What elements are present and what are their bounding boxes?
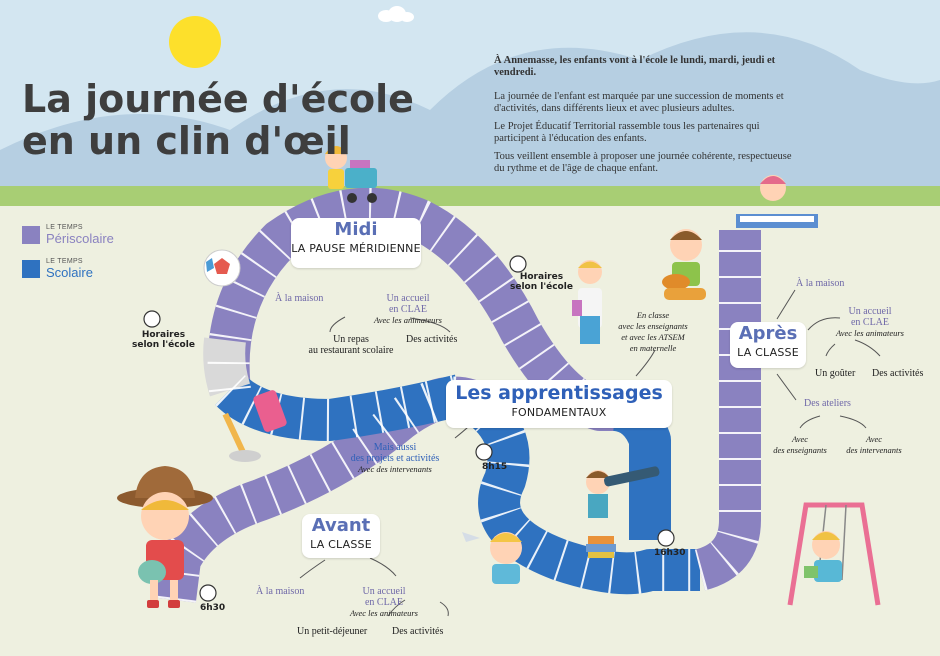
- intro-p1: La journée de l'enfant est marquée par u…: [494, 91, 784, 114]
- clae-with: Avec les animateurs: [836, 328, 904, 338]
- girl-with-hat-figure: [117, 466, 213, 608]
- horaires-midi: Horaires selon l'école: [132, 330, 195, 350]
- horaires-matin: Horaires selon l'école: [510, 272, 573, 292]
- crayon-icon: [253, 390, 287, 432]
- clae-line-2: en CLAE: [364, 597, 404, 608]
- apres-enseignants: Avec des enseignants: [770, 434, 830, 456]
- stage-subtitle: FONDAMENTAUX: [511, 406, 607, 419]
- avant-home: À la maison: [256, 586, 305, 597]
- time-0630: 6h30: [200, 603, 226, 613]
- intro-p2: Le Projet Éducatif Territorial rassemble…: [494, 121, 760, 144]
- int-line-2: des intervenants: [846, 445, 902, 455]
- apprentissages-aussi: Mais aussi des projets et activités Avec…: [335, 442, 455, 475]
- clae-line-1: Un accueil: [386, 293, 430, 304]
- stage-midi: Midi LA PAUSE MÉRIDIENNE: [291, 218, 421, 268]
- boy-with-paper-plane-figure: [462, 532, 522, 584]
- grass-strip: [0, 186, 940, 206]
- aussi-line-1: Mais aussi: [373, 442, 417, 453]
- clae-line-1: Un accueil: [848, 306, 892, 317]
- path-tiles: [154, 187, 761, 603]
- stage-title: Avant: [311, 515, 371, 536]
- teacher-figure: [572, 260, 602, 344]
- stage-subtitle: LA PAUSE MÉRIDIENNE: [291, 242, 421, 255]
- classe-line-3: et avec les ATSEM: [621, 332, 685, 342]
- swing-girl-figure: [787, 502, 881, 606]
- repas-line-1: Un repas: [333, 334, 369, 345]
- clae-line-2: en CLAE: [850, 317, 890, 328]
- legend-periscolaire: LE TEMPS Périscolaire: [22, 224, 114, 246]
- ball-icon: [203, 249, 241, 287]
- keyboard-girl-figure: [736, 175, 818, 228]
- stage-subtitle: LA CLASSE: [310, 538, 372, 551]
- midi-clae: Un accueil en CLAE Avec les animateurs: [372, 293, 444, 326]
- midi-home: À la maison: [275, 293, 324, 304]
- classe-line-1: En classe: [636, 310, 670, 320]
- apres-clae: Un accueil en CLAE Avec les animateurs: [830, 306, 910, 339]
- apres-home: À la maison: [796, 278, 845, 289]
- clae-line-1: Un accueil: [362, 586, 406, 597]
- stage-title: Après: [738, 323, 798, 344]
- apres-intervenants: Avec des intervenants: [844, 434, 904, 456]
- sun-icon: [169, 16, 221, 68]
- horaires-line-1: Horaires: [519, 272, 564, 282]
- legend-swatch-periscolaire: [22, 226, 40, 244]
- girl-with-cart-figure: [325, 146, 377, 203]
- stage-apprentissages: Les apprentissages FONDAMENTAUX: [446, 380, 672, 428]
- legend-swatch-scolaire: [22, 260, 40, 278]
- avant-dejeuner: Un petit-déjeuner: [297, 626, 368, 637]
- aussi-line-2: des projets et activités: [350, 453, 440, 464]
- clae-with: Avec les animateurs: [374, 315, 442, 325]
- title-line-2: en un clin d'œil: [22, 119, 351, 163]
- intro-lead: À Annemasse, les enfants vont à l'école …: [494, 55, 776, 78]
- arrow-icon: [299, 289, 881, 617]
- apprentissages-classe: En classe avec les enseignants et avec l…: [612, 310, 694, 354]
- horaires-line-2: selon l'école: [132, 340, 195, 350]
- cloud-icon: [378, 6, 414, 22]
- intro-p3: Tous veillent ensemble à proposer une jo…: [494, 151, 792, 174]
- clae-with: Avec les animateurs: [350, 608, 418, 618]
- legend-label: Scolaire: [46, 265, 93, 280]
- classe-line-4: en maternelle: [629, 343, 677, 353]
- avant-activites: Des activités: [392, 626, 444, 637]
- apres-gouter: Un goûter: [815, 368, 856, 379]
- ens-line-2: des enseignants: [773, 445, 827, 455]
- legend-small: LE TEMPS: [46, 224, 83, 231]
- stage-avant: Avant LA CLASSE: [302, 514, 380, 558]
- legend-small: LE TEMPS: [46, 258, 83, 265]
- intro-text: À Annemasse, les enfants vont à l'école …: [494, 55, 794, 181]
- midi-activites: Des activités: [406, 334, 458, 345]
- midi-repas: Un repas au restaurant scolaire: [296, 334, 406, 356]
- legend-label: Périscolaire: [46, 231, 114, 246]
- classe-line-2: avec les enseignants: [618, 321, 688, 331]
- stage-subtitle: LA CLASSE: [737, 346, 799, 359]
- repas-line-2: au restaurant scolaire: [308, 345, 394, 356]
- apres-ateliers: Des ateliers: [804, 398, 851, 409]
- legend-scolaire: LE TEMPS Scolaire: [22, 258, 93, 280]
- aussi-line-3: Avec des intervenants: [358, 464, 432, 474]
- int-line-1: Avec: [865, 434, 883, 444]
- stage-apres: Après LA CLASSE: [730, 322, 806, 368]
- page-title: La journée d'école en un clin d'œil: [22, 78, 414, 162]
- time-0815: 8h15: [482, 462, 508, 472]
- stage-title: Midi: [334, 219, 378, 240]
- ens-line-1: Avec: [791, 434, 809, 444]
- clae-line-2: en CLAE: [388, 304, 428, 315]
- time-1630: 16h30: [654, 548, 686, 558]
- stage-title: Les apprentissages: [455, 382, 663, 404]
- mountains: [0, 32, 940, 200]
- apres-activites: Des activités: [872, 368, 924, 379]
- horaires-line-2: selon l'école: [510, 282, 573, 292]
- horaires-line-1: Horaires: [141, 330, 186, 340]
- title-line-1: La journée d'école: [22, 77, 414, 121]
- clock-icon: [143, 255, 675, 602]
- brush-icon: [222, 412, 261, 462]
- boy-with-guitar-figure: [662, 229, 706, 300]
- avant-clae: Un accueil en CLAE Avec les animateurs: [346, 586, 422, 619]
- boy-with-telescope-figure: [586, 466, 660, 558]
